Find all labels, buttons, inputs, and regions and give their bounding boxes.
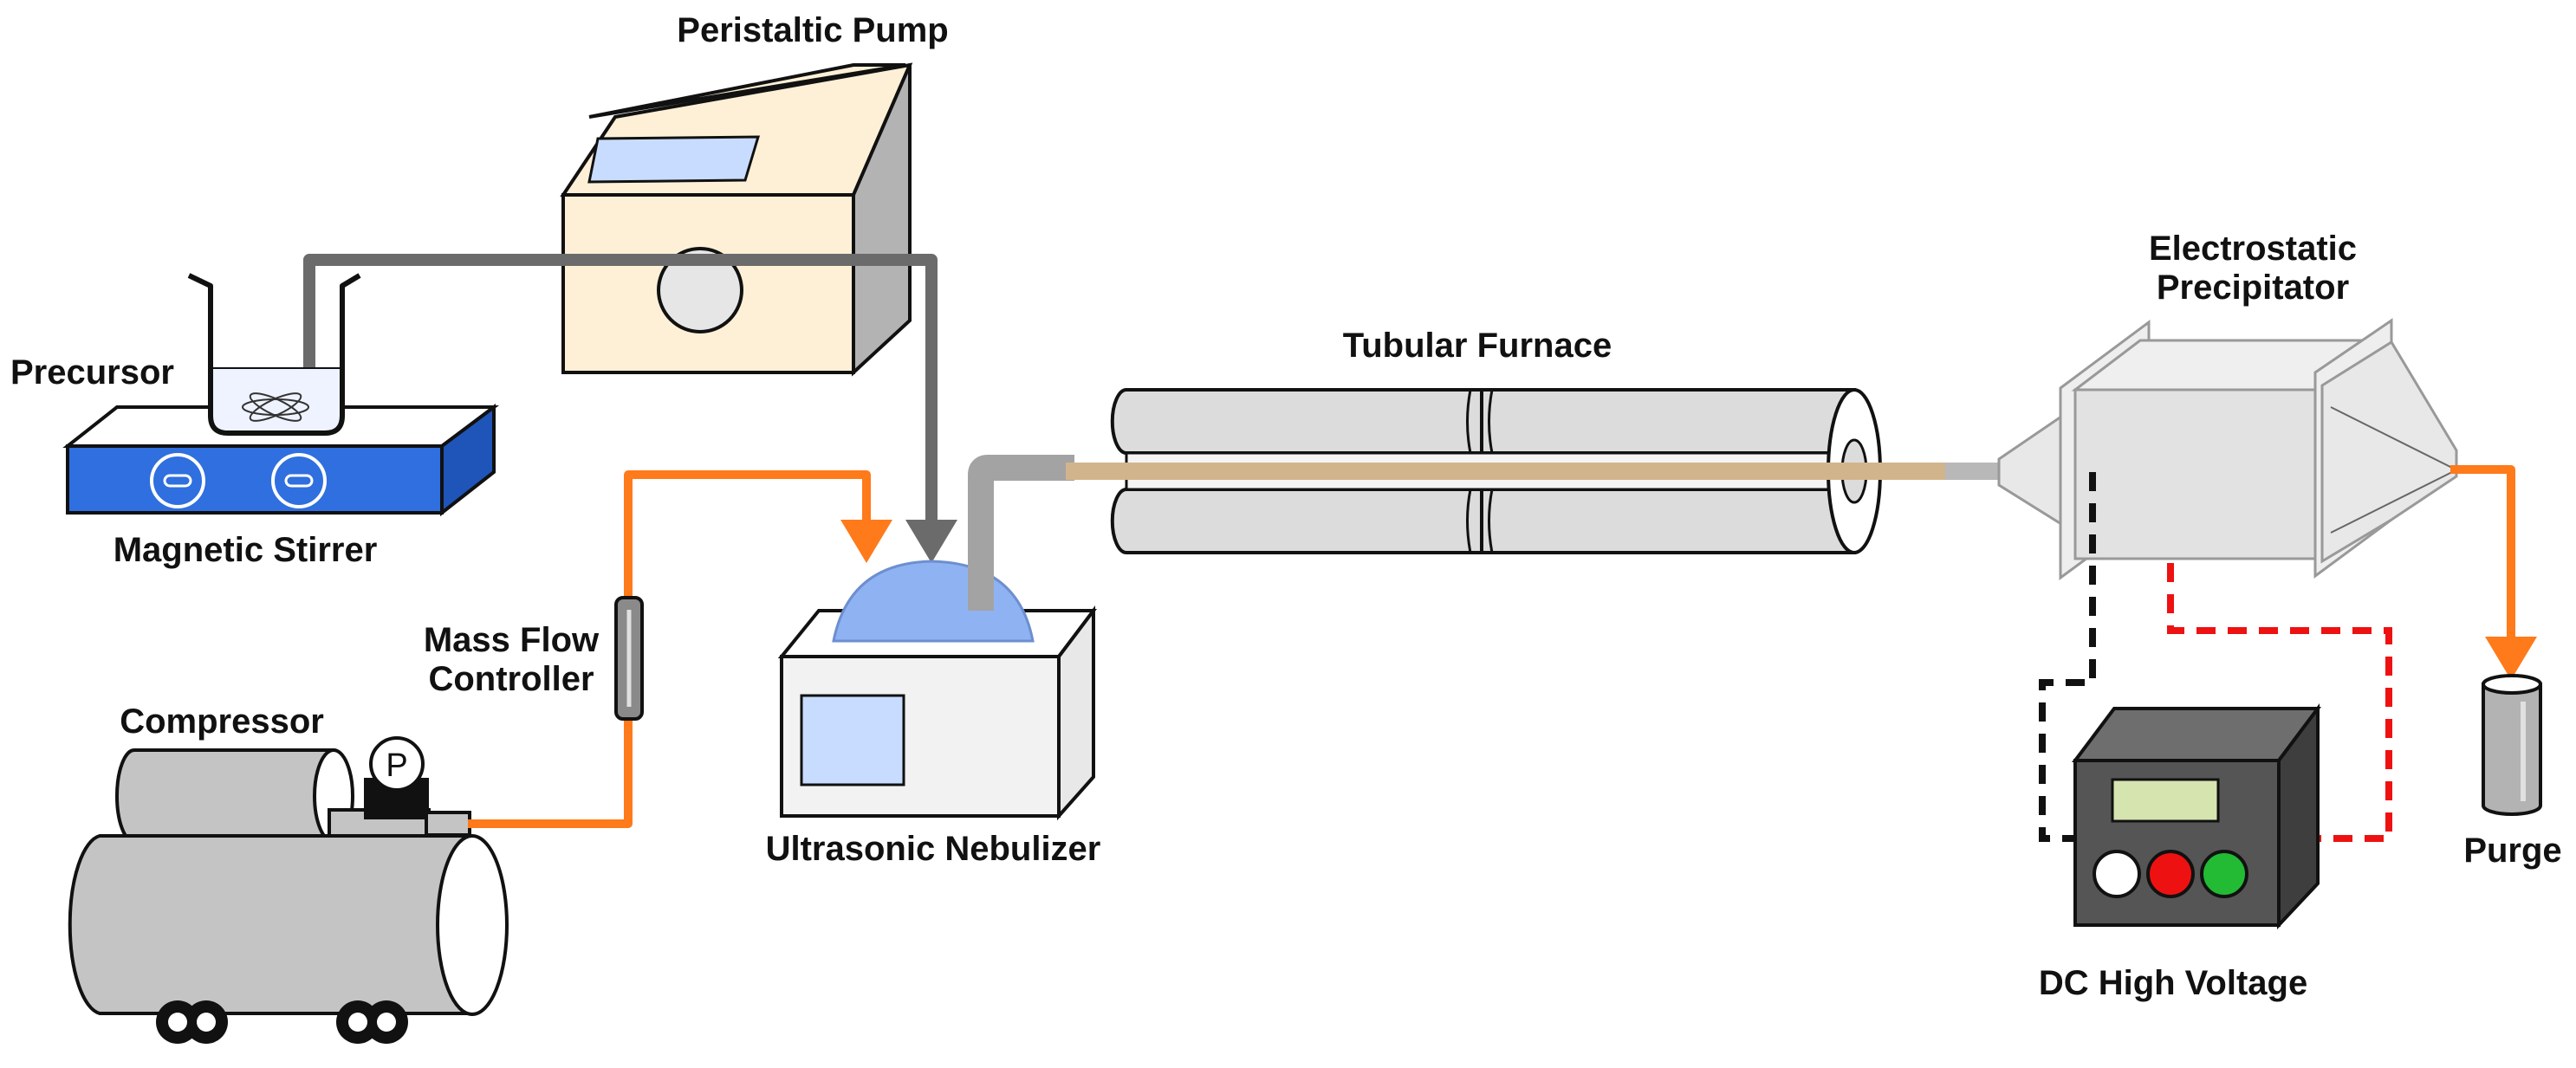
label-precursor: Precursor [10, 353, 174, 392]
liquid-arrowhead [905, 520, 957, 563]
stirrer-knob-right-slot [284, 474, 314, 488]
nebulizer-outlet-pipe [968, 455, 1074, 611]
label-mass-flow-line1: Mass Flow [424, 621, 600, 659]
liquid-tube [303, 254, 938, 533]
nebulizer-mist-dome [832, 560, 1035, 643]
pump-roller [657, 247, 743, 333]
furnace-lower-right [1480, 488, 1856, 554]
tubular-furnace [1066, 388, 1999, 554]
label-tubular-furnace: Tubular Furnace [1343, 327, 1612, 365]
psu-top [2072, 707, 2321, 762]
label-compressor: Compressor [120, 702, 324, 741]
nebulizer-window [800, 694, 905, 786]
gas-arrowhead [840, 520, 892, 563]
stirrer-knob-left [150, 453, 205, 508]
pressure-gauge-letter: P [386, 748, 407, 784]
furnace-seam-lower [1466, 489, 1494, 553]
esp-cone-edge-2 [2330, 471, 2453, 534]
furnace-upper-right [1480, 388, 1856, 455]
purge-line [2450, 465, 2537, 680]
label-magnetic-stirrer: Magnetic Stirrer [114, 531, 378, 569]
dc-high-voltage-supply [2072, 703, 2321, 930]
furnace-tube [1066, 463, 1945, 480]
esp-outlet-cone [2320, 340, 2458, 564]
electrostatic-precipitator [1997, 318, 2458, 580]
stirrer-knob-right [271, 453, 327, 508]
beaker-liquid [211, 368, 342, 433]
positive-wire [2167, 563, 2392, 842]
pressure-gauge [369, 736, 425, 792]
compressor-wheel-left [156, 1000, 228, 1044]
mass-flow-controller [614, 596, 644, 721]
stirrer-front [66, 444, 444, 515]
peristaltic-pump [560, 62, 913, 377]
label-esp-line1: Electrostatic [2149, 230, 2357, 268]
compressor-outlet [425, 811, 471, 837]
purge-container [2482, 674, 2542, 816]
beaker-glass [187, 273, 361, 436]
label-esp-line2: Precipitator [2157, 269, 2349, 307]
psu-button-green [2200, 850, 2248, 898]
gas-tube [468, 470, 871, 828]
stir-bar-3 [249, 392, 302, 422]
compressor-wheel-right [336, 1000, 408, 1044]
psu-button-red [2146, 850, 2195, 898]
label-peristaltic-pump: Peristaltic Pump [677, 11, 948, 49]
carrier-gas-line [468, 470, 892, 828]
label-dc-high-voltage: DC High Voltage [2039, 964, 2307, 1002]
esp-cone-edge [2330, 406, 2453, 469]
furnace-seam-upper [1466, 389, 1494, 454]
liquid-feed-line [303, 254, 957, 563]
negative-wire [2039, 472, 2096, 842]
purge-arrowhead [2485, 637, 2537, 680]
label-ultrasonic-nebulizer: Ultrasonic Nebulizer [766, 830, 1101, 868]
pump-screen [587, 135, 761, 184]
psu-display [2111, 778, 2220, 823]
furnace-upper-left [1110, 388, 1483, 455]
stir-bar-2 [249, 392, 302, 422]
ultrasonic-nebulizer [777, 455, 1098, 821]
purge-cylinder [2482, 683, 2542, 816]
psu-button-white [2093, 850, 2141, 898]
esp-body [2073, 388, 2317, 560]
purge-cylinder-top [2482, 674, 2542, 695]
purge-tube [2450, 465, 2515, 645]
precursor-beaker [187, 273, 361, 436]
compressor-main-tank-end [436, 834, 509, 1016]
furnace-lower-left [1110, 488, 1483, 554]
label-mass-flow-line2: Controller [428, 660, 594, 698]
high-voltage-wires [2039, 472, 2392, 842]
label-purge: Purge [2463, 832, 2561, 870]
furnace-tube-outlet [1945, 463, 1999, 480]
compressor: P [68, 736, 509, 1044]
stirrer-knob-left-slot [163, 474, 192, 488]
